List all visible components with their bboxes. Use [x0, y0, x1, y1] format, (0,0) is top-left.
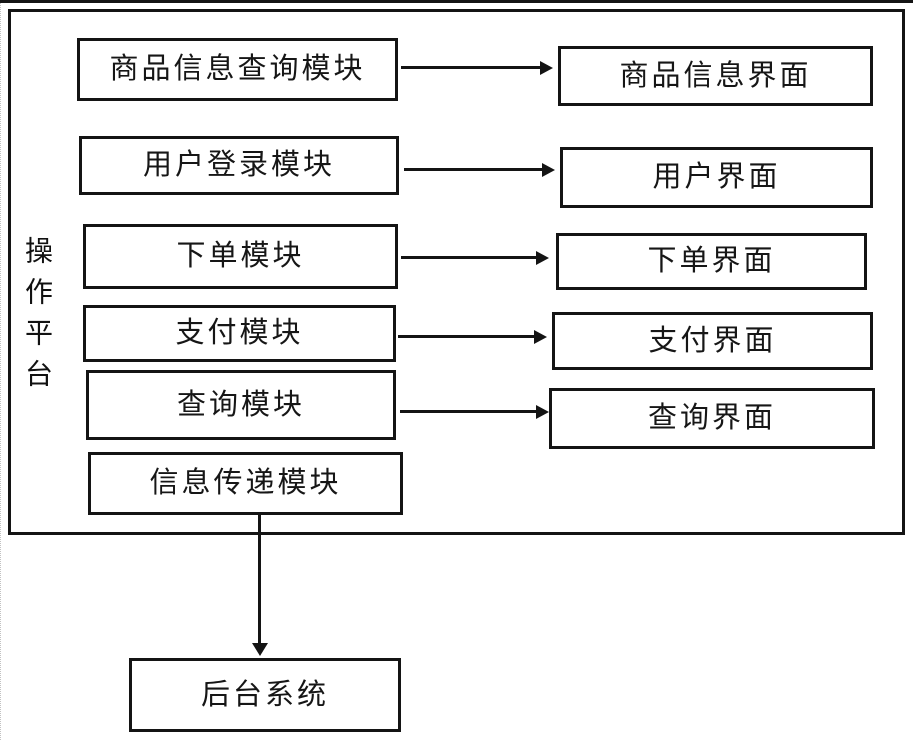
arrow-product-info-query-to-interface: [401, 61, 553, 75]
interface-box-user: 用户界面: [560, 147, 873, 208]
backend-system-box: 后台系统: [129, 658, 401, 732]
interface-label-user: 用户界面: [652, 161, 781, 193]
arrow-down-head-icon: [252, 643, 268, 656]
arrow-shaft: [404, 168, 545, 171]
interface-box-payment: 支付界面: [552, 312, 873, 370]
interface-label-payment: 支付界面: [648, 324, 777, 357]
module-box-user-login: 用户登录模块: [79, 136, 399, 195]
arrow-shaft: [398, 335, 537, 338]
backend-system-label: 后台系统: [200, 678, 329, 711]
arrow-right-head-icon: [536, 251, 549, 265]
arrow-right-head-icon: [542, 163, 555, 177]
operation-platform-label: 操作平台: [21, 236, 52, 400]
interface-label-query: 查询界面: [647, 402, 776, 434]
module-label-order: 下单模块: [176, 240, 305, 272]
interface-label-order: 下单界面: [647, 245, 776, 277]
module-label-info-transfer: 信息传递模块: [149, 467, 342, 499]
module-label-user-login: 用户登录模块: [142, 149, 335, 181]
interface-box-order: 下单界面: [556, 233, 867, 290]
arrow-query-to-interface: [400, 405, 549, 419]
module-box-payment: 支付模块: [83, 305, 396, 362]
arrow-shaft: [400, 410, 539, 413]
arrow-info-transfer-to-backend: [252, 515, 268, 656]
module-label-product-info-query: 商品信息查询模块: [109, 53, 366, 85]
arrow-shaft: [401, 256, 539, 259]
left-edge-line: [0, 3, 1, 740]
arrow-user-login-to-interface: [404, 163, 555, 177]
top-frame-line: [0, 0, 913, 3]
module-box-product-info-query: 商品信息查询模块: [77, 38, 398, 101]
arrow-order-to-interface: [401, 251, 549, 265]
module-box-info-transfer: 信息传递模块: [88, 452, 403, 515]
arrow-right-head-icon: [536, 405, 549, 419]
module-box-query: 查询模块: [86, 370, 396, 440]
interface-label-product-info: 商品信息界面: [619, 59, 812, 92]
interface-box-query: 查询界面: [549, 388, 875, 449]
arrow-shaft: [401, 66, 543, 69]
module-box-order: 下单模块: [83, 224, 398, 289]
module-label-payment: 支付模块: [175, 317, 304, 349]
arrow-right-head-icon: [534, 330, 547, 344]
arrow-shaft: [258, 515, 261, 644]
arrow-payment-to-interface: [398, 330, 547, 344]
arrow-right-head-icon: [540, 61, 553, 75]
interface-box-product-info: 商品信息界面: [558, 46, 873, 106]
module-label-query: 查询模块: [176, 388, 305, 421]
